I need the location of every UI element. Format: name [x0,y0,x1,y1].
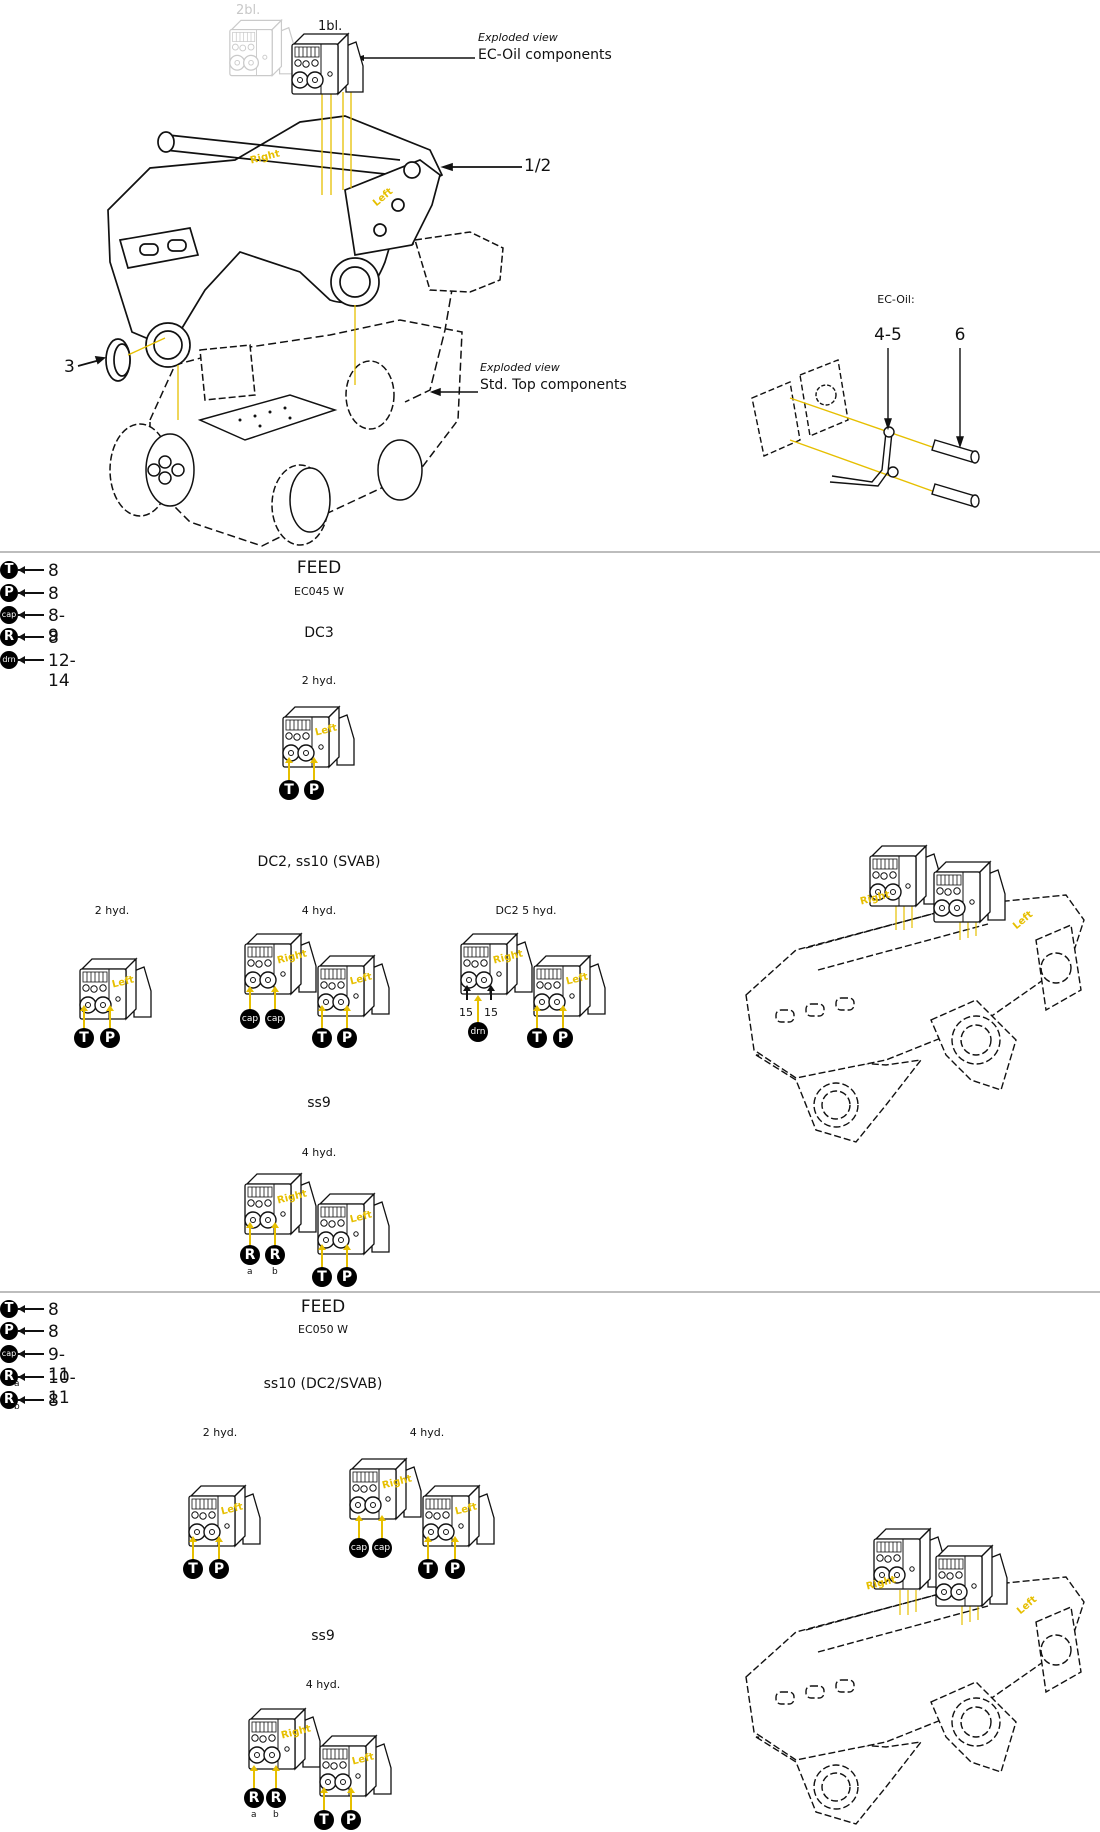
ss10-2hyd-label: 2 hyd. [202,1426,238,1439]
arrow-icon [18,633,44,641]
legend-ref: 8 [48,628,59,648]
dc2-2hyd-label: 2 hyd. [94,904,130,917]
legend-ref: 9-11 [48,1345,70,1385]
feed-heading: FEED [300,1297,346,1317]
feed-heading: FEED [296,558,342,578]
frame-valve-block-left [934,1542,1010,1610]
ref-6: 6 [954,325,966,345]
ss10-heading: ss10 (DC2/SVAB) [263,1376,383,1392]
ref-1-2: 1/2 [524,156,552,176]
valve-block-left: Left [187,1482,263,1550]
port-badge: cap [0,1345,18,1363]
arrow-icon [18,1350,44,1358]
frame-drawing-ec045 [745,894,1085,1143]
drain-ref: 15 [484,1006,498,1019]
port-badge: P [0,584,18,602]
exploded-view-caption-2: Exploded view [480,361,560,374]
arrow-icon [18,1305,44,1313]
dc2-heading: DC2, ss10 (SVAB) [257,854,381,870]
legend-ref: 8 [48,584,59,604]
section-divider [0,1291,1100,1293]
dc2-5hyd-label: DC2 5 hyd. [495,904,557,917]
arrow-icon [18,656,44,664]
port-badge: T [0,1300,18,1318]
valve-block-left: Left [421,1482,497,1550]
model-label: EC050 W [298,1323,348,1336]
port-badge: R [0,1368,18,1386]
port-badge: drn [0,651,18,669]
ss9-4hyd-label: 4 hyd. [305,1678,341,1691]
ss10-4hyd-label: 4 hyd. [409,1426,445,1439]
legend-ref: 8 [48,561,59,581]
ghost-block-label: 2bl. [236,3,261,18]
ss9-heading: ss9 [307,1095,331,1111]
dc2-4hyd-label: 4 hyd. [301,904,337,917]
valve-block-right: Right [348,1455,424,1523]
section-divider [0,551,1100,553]
valve-block-left: Left [78,955,154,1023]
legend-ref: 8 [48,1300,59,1320]
arrow-icon [18,1373,44,1381]
undercarriage-drawing [109,231,504,547]
ref-3: 3 [64,357,75,377]
arrow-icon [18,611,44,619]
arrow-icon [18,566,44,574]
exploded-view-caption: Exploded view [478,31,558,44]
dc3-heading: DC3 [304,625,334,641]
drain-ref: 15 [459,1006,473,1019]
valve-block-left: Left [316,1190,392,1258]
valve-block-left: Left [318,1732,394,1800]
valve-block-right: Right [247,1705,323,1773]
dc3-2hyd-label: 2 hyd. [301,674,337,687]
legend-ref: 10-11 [48,1368,76,1408]
port-badge: R [0,628,18,646]
port-badge: T [0,561,18,579]
std-top-components-label: Std. Top components [480,377,627,393]
port-badge: cap [0,606,18,624]
quick-coupler-frame-drawing [77,115,522,382]
legend-ref: 8-9 [48,606,65,646]
legend-ref: 8 [48,1391,59,1411]
ss9-4hyd-label: 4 hyd. [301,1146,337,1159]
valve-block-left: Left [532,952,608,1020]
block-label-1bl: 1bl. [318,19,343,34]
frame-drawing-ec050 [745,1576,1085,1825]
ec-oil-valve-block [290,30,366,98]
model-label: EC045 W [294,585,344,598]
ec-oil-exploded-drawing [751,348,980,508]
ec-oil-title: EC-Oil: [877,293,915,306]
yellow-assembly-lines [127,92,356,420]
ss9-heading: ss9 [311,1628,335,1644]
arrow-icon [18,589,44,597]
port-badge: R [0,1391,18,1409]
ec-oil-components-label: EC-Oil components [478,47,612,63]
port-badge: P [0,1322,18,1340]
legend-ref: 12-14 [48,651,76,691]
legend-ref: 8 [48,1322,59,1342]
valve-block-left: Left [316,952,392,1020]
arrow-icon [18,1396,44,1404]
frame-valve-block-left [932,858,1008,926]
ref-4-5: 4-5 [874,325,902,345]
valve-block-right: Right [243,1170,319,1238]
valve-block-right: Right [243,930,319,998]
arrow-icon [18,1327,44,1335]
